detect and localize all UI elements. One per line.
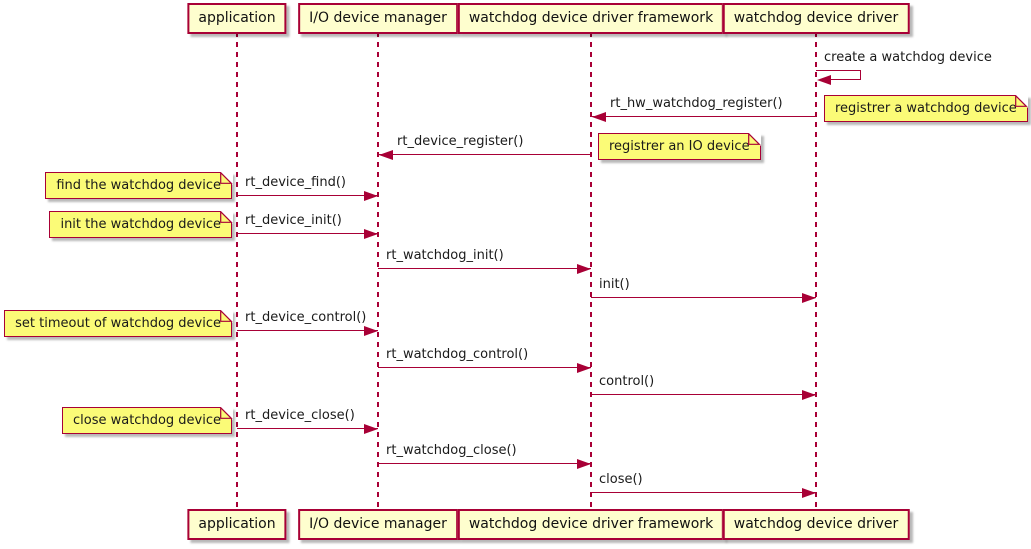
participant-watchdog-framework-top: watchdog device driver framework <box>457 3 725 34</box>
arrowhead-right-icon <box>802 488 816 498</box>
arrowhead-right-icon <box>802 293 816 303</box>
note-fold-icon <box>219 210 233 224</box>
participant-label: application <box>198 10 276 26</box>
note-text: find the watchdog device <box>56 178 221 193</box>
message-label: init() <box>599 277 630 292</box>
participant-application-top: application <box>187 3 287 34</box>
message-line <box>829 79 860 80</box>
message-line <box>378 268 591 269</box>
lifeline-application <box>236 32 238 510</box>
message-line <box>237 330 378 331</box>
message-line <box>378 463 591 464</box>
participant-io-device-manager-top: I/O device manager <box>298 3 458 34</box>
message-line <box>237 428 378 429</box>
participant-label: watchdog device driver <box>733 10 899 26</box>
message-line <box>591 297 816 298</box>
note-registrer-an-io-device: registrer an IO device <box>598 132 762 160</box>
note-set-timeout-of-watchdog-device: set timeout of watchdog device <box>4 309 233 337</box>
participant-label: watchdog device driver framework <box>468 516 714 532</box>
message-label: rt_watchdog_control() <box>386 347 529 362</box>
arrowhead-left-icon <box>817 75 831 85</box>
note-close-watchdog-device: close watchdog device <box>62 406 233 434</box>
note-init-the-watchdog-device: init the watchdog device <box>49 210 233 238</box>
arrowhead-right-icon <box>577 264 591 274</box>
participant-label: I/O device manager <box>309 516 447 532</box>
message-line <box>591 492 816 493</box>
message-line <box>592 116 816 117</box>
note-fold-icon <box>748 132 762 146</box>
note-fold-icon <box>219 171 233 185</box>
participant-watchdog-driver-top: watchdog device driver <box>722 3 910 34</box>
message-line <box>591 394 816 395</box>
participant-watchdog-framework-bottom: watchdog device driver framework <box>457 509 725 540</box>
message-line <box>816 70 861 71</box>
message-line <box>859 70 861 80</box>
message-label: control() <box>599 374 655 389</box>
participant-application-bottom: application <box>187 509 287 540</box>
note-text: close watchdog device <box>73 413 221 428</box>
participant-label: I/O device manager <box>309 10 447 26</box>
arrowhead-left-icon <box>379 150 393 160</box>
message-line <box>237 195 378 196</box>
arrowhead-right-icon <box>364 326 378 336</box>
message-label: rt_device_find() <box>245 175 346 190</box>
message-line <box>378 367 591 368</box>
message-label: rt_device_close() <box>245 408 355 423</box>
message-label: create a watchdog device <box>824 50 992 65</box>
participant-label: application <box>198 516 276 532</box>
message-label: rt_watchdog_close() <box>386 443 517 458</box>
lifeline-io-device-manager <box>377 32 379 510</box>
message-label: rt_device_register() <box>397 134 524 149</box>
message-line <box>379 154 591 155</box>
arrowhead-right-icon <box>802 390 816 400</box>
note-fold-icon <box>219 406 233 420</box>
note-find-the-watchdog-device: find the watchdog device <box>45 171 233 199</box>
participant-io-device-manager-bottom: I/O device manager <box>298 509 458 540</box>
arrowhead-right-icon <box>577 363 591 373</box>
message-line <box>237 233 378 234</box>
note-registrer-a-watchdog-device: registrer a watchdog device <box>824 94 1029 122</box>
arrowhead-right-icon <box>364 229 378 239</box>
participant-label: watchdog device driver <box>733 516 899 532</box>
arrowhead-right-icon <box>364 191 378 201</box>
arrowhead-right-icon <box>577 459 591 469</box>
message-label: close() <box>599 472 643 487</box>
note-text: registrer an IO device <box>609 139 750 154</box>
arrowhead-left-icon <box>592 112 606 122</box>
note-fold-icon <box>1015 94 1029 108</box>
note-text: registrer a watchdog device <box>835 101 1017 116</box>
lifeline-watchdog-driver <box>815 32 817 510</box>
note-text: init the watchdog device <box>60 217 221 232</box>
participant-label: watchdog device driver framework <box>468 10 714 26</box>
message-label: rt_device_control() <box>245 310 367 325</box>
note-fold-icon <box>219 309 233 323</box>
message-label: rt_device_init() <box>245 213 342 228</box>
participant-watchdog-driver-bottom: watchdog device driver <box>722 509 910 540</box>
message-label: rt_watchdog_init() <box>386 248 504 263</box>
message-label: rt_hw_watchdog_register() <box>610 96 783 111</box>
arrowhead-right-icon <box>364 424 378 434</box>
note-text: set timeout of watchdog device <box>15 316 221 331</box>
